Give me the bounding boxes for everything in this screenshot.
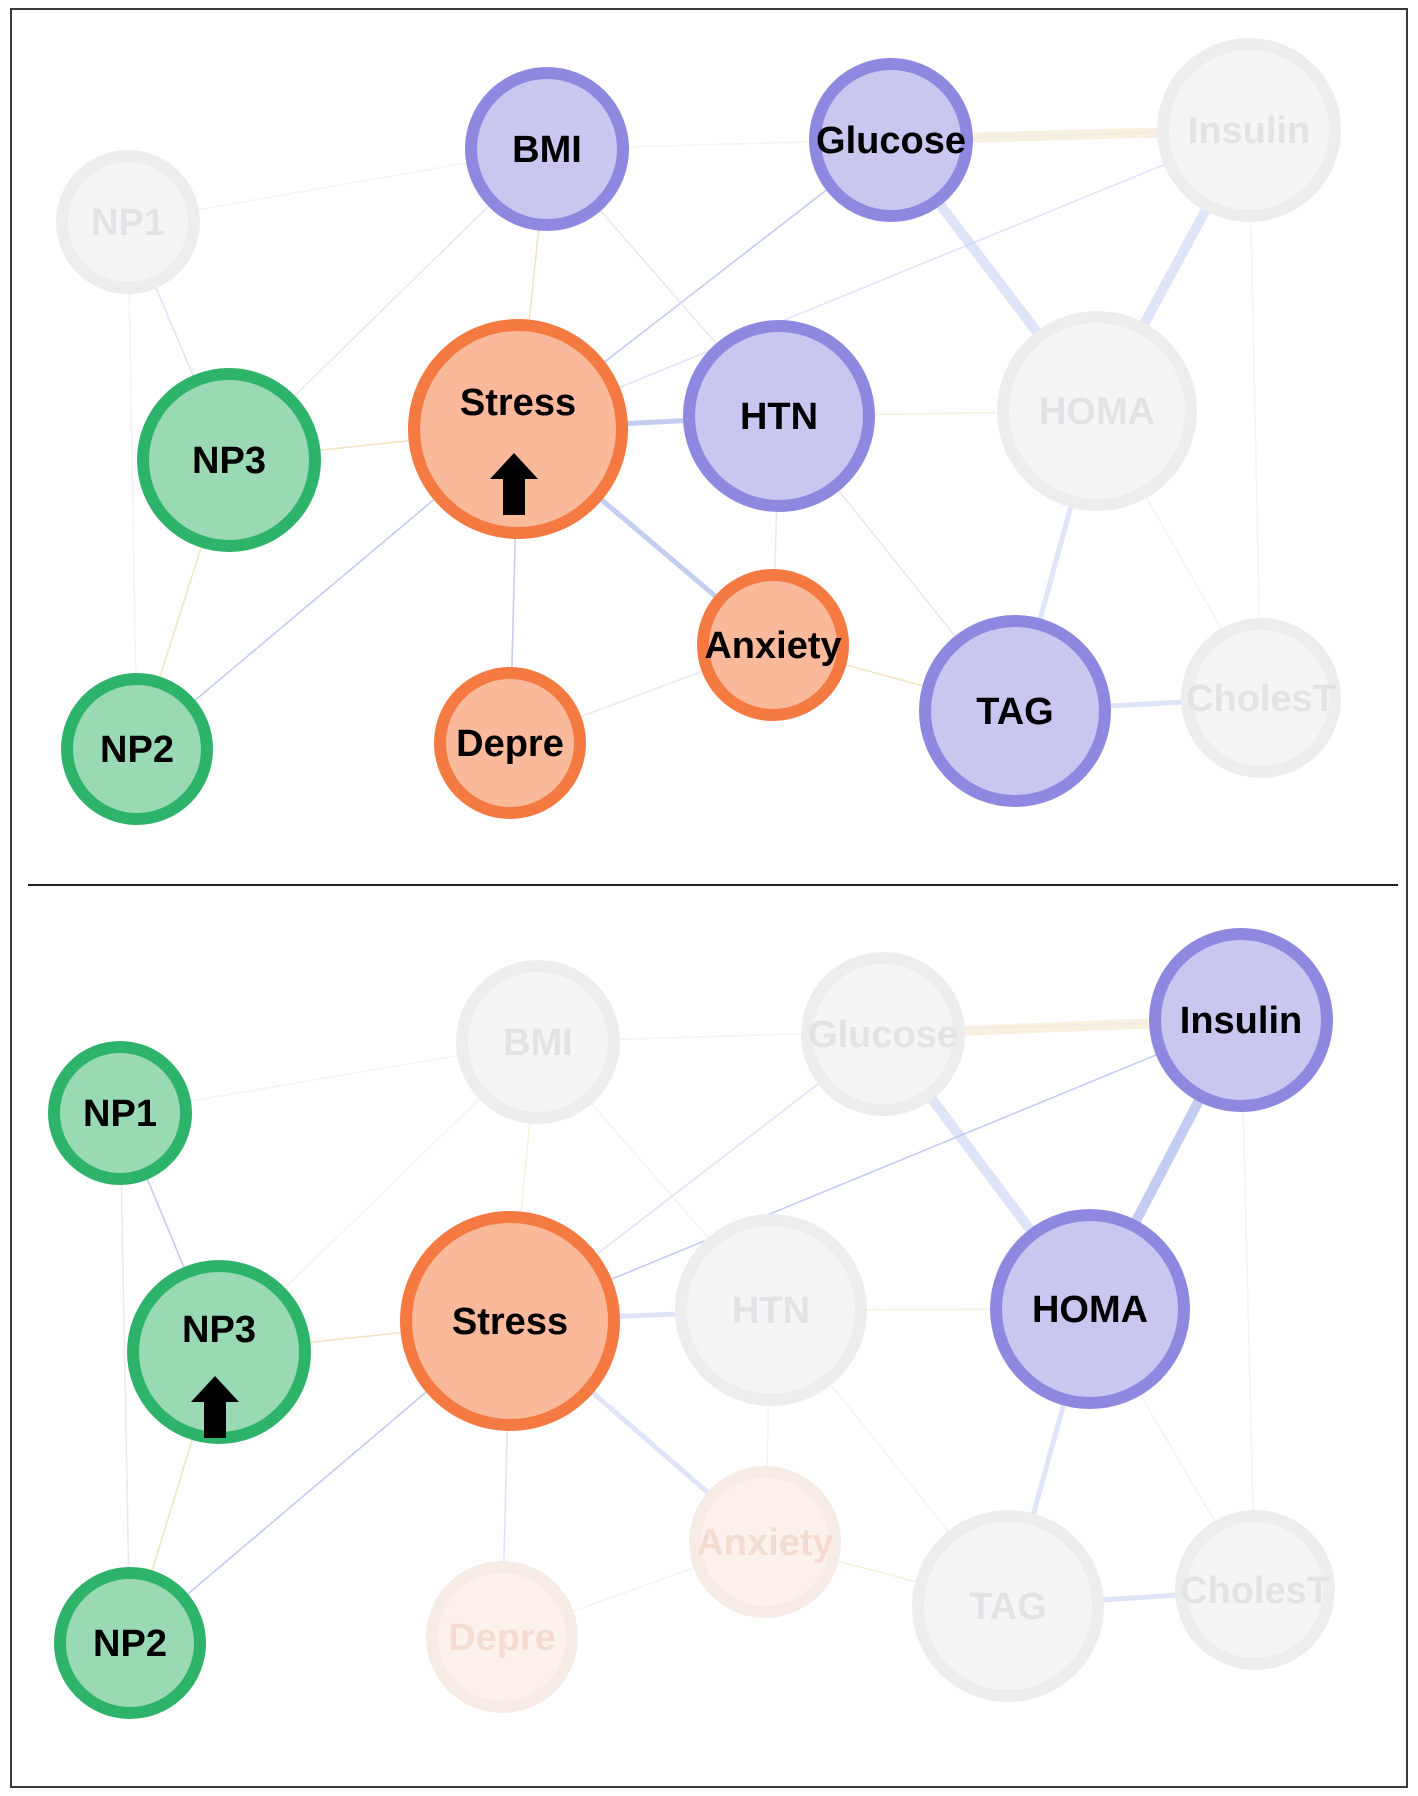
node-np3: NP3 bbox=[127, 1260, 311, 1444]
node-np3: NP3 bbox=[137, 368, 321, 552]
figure-frame bbox=[10, 8, 1408, 1788]
edge-insulin-cholest bbox=[1240, 1019, 1256, 1591]
node-label: HTN bbox=[740, 396, 818, 438]
node-label: TAG bbox=[969, 1586, 1046, 1628]
node-np1: NP1 bbox=[56, 150, 200, 294]
node-circle bbox=[408, 319, 628, 539]
node-circle bbox=[1149, 928, 1333, 1112]
node-anxiety: Anxiety bbox=[689, 1466, 841, 1618]
node-circle bbox=[137, 368, 321, 552]
node-label: NP2 bbox=[93, 1623, 167, 1665]
node-circle bbox=[48, 1041, 192, 1185]
node-depre: Depre bbox=[426, 1561, 578, 1713]
node-tag: TAG bbox=[919, 615, 1111, 807]
edge-np1-np2 bbox=[119, 1112, 131, 1644]
node-circle bbox=[990, 1209, 1190, 1409]
node-stress: Stress bbox=[408, 319, 628, 539]
node-label: Insulin bbox=[1180, 1000, 1302, 1042]
node-circle bbox=[997, 311, 1197, 511]
node-label: NP1 bbox=[83, 1093, 157, 1135]
node-circle bbox=[400, 1211, 620, 1431]
node-depre: Depre bbox=[434, 667, 586, 819]
node-circle bbox=[697, 569, 849, 721]
node-homa: HOMA bbox=[990, 1209, 1190, 1409]
node-glucose: Glucose bbox=[801, 952, 965, 1116]
node-label: Insulin bbox=[1188, 110, 1310, 152]
node-glucose: Glucose bbox=[809, 58, 973, 222]
node-label: Depre bbox=[448, 1617, 556, 1659]
node-circle bbox=[54, 1567, 206, 1719]
node-circle bbox=[809, 58, 973, 222]
panel-divider bbox=[28, 884, 1398, 886]
node-htn: HTN bbox=[675, 1214, 867, 1406]
node-label: Glucose bbox=[816, 120, 966, 162]
up-arrow-icon bbox=[191, 1376, 239, 1438]
node-label: BMI bbox=[512, 129, 582, 171]
node-circle bbox=[801, 952, 965, 1116]
node-circle bbox=[61, 673, 213, 825]
node-circle bbox=[1157, 38, 1341, 222]
up-arrow-icon bbox=[490, 453, 538, 515]
edge-np1-np2 bbox=[127, 221, 138, 750]
node-label: NP1 bbox=[91, 202, 165, 244]
node-label: HTN bbox=[732, 1290, 810, 1332]
node-circle bbox=[456, 960, 620, 1124]
node-label: Glucose bbox=[808, 1014, 958, 1056]
node-circle bbox=[689, 1466, 841, 1618]
node-circle bbox=[919, 615, 1111, 807]
edge-stress-insulin bbox=[517, 129, 1250, 430]
node-label: HOMA bbox=[1039, 391, 1155, 433]
node-label: Stress bbox=[452, 1301, 568, 1343]
node-label: HOMA bbox=[1032, 1289, 1148, 1331]
node-insulin: Insulin bbox=[1149, 928, 1333, 1112]
node-label: NP3 bbox=[192, 440, 266, 482]
node-label: NP2 bbox=[100, 729, 174, 771]
node-circle bbox=[912, 1510, 1104, 1702]
node-label: Anxiety bbox=[696, 1522, 833, 1564]
node-stress: Stress bbox=[400, 1211, 620, 1431]
node-circle bbox=[434, 667, 586, 819]
node-np2: NP2 bbox=[61, 673, 213, 825]
node-circle bbox=[683, 320, 875, 512]
node-circle bbox=[465, 67, 629, 231]
node-circle bbox=[1175, 1510, 1335, 1670]
node-label: Depre bbox=[456, 723, 564, 765]
edge-stress-insulin bbox=[509, 1019, 1242, 1322]
node-bmi: BMI bbox=[465, 67, 629, 231]
node-cholest: CholesT bbox=[1181, 618, 1341, 778]
node-homa: HOMA bbox=[997, 311, 1197, 511]
node-bmi: BMI bbox=[456, 960, 620, 1124]
node-label: Stress bbox=[460, 382, 576, 424]
node-htn: HTN bbox=[683, 320, 875, 512]
node-anxiety: Anxiety bbox=[697, 569, 849, 721]
node-label: Anxiety bbox=[704, 625, 841, 667]
node-label: BMI bbox=[503, 1022, 573, 1064]
node-label: CholesT bbox=[1180, 1570, 1330, 1612]
node-circle bbox=[675, 1214, 867, 1406]
node-np1: NP1 bbox=[48, 1041, 192, 1185]
edge-insulin-cholest bbox=[1248, 129, 1262, 699]
node-circle bbox=[1181, 618, 1341, 778]
node-label: TAG bbox=[976, 691, 1053, 733]
node-circle bbox=[426, 1561, 578, 1713]
node-cholest: CholesT bbox=[1175, 1510, 1335, 1670]
node-label: NP3 bbox=[182, 1309, 256, 1351]
node-circle bbox=[56, 150, 200, 294]
node-tag: TAG bbox=[912, 1510, 1104, 1702]
node-label: CholesT bbox=[1186, 678, 1336, 720]
node-insulin: Insulin bbox=[1157, 38, 1341, 222]
node-np2: NP2 bbox=[54, 1567, 206, 1719]
